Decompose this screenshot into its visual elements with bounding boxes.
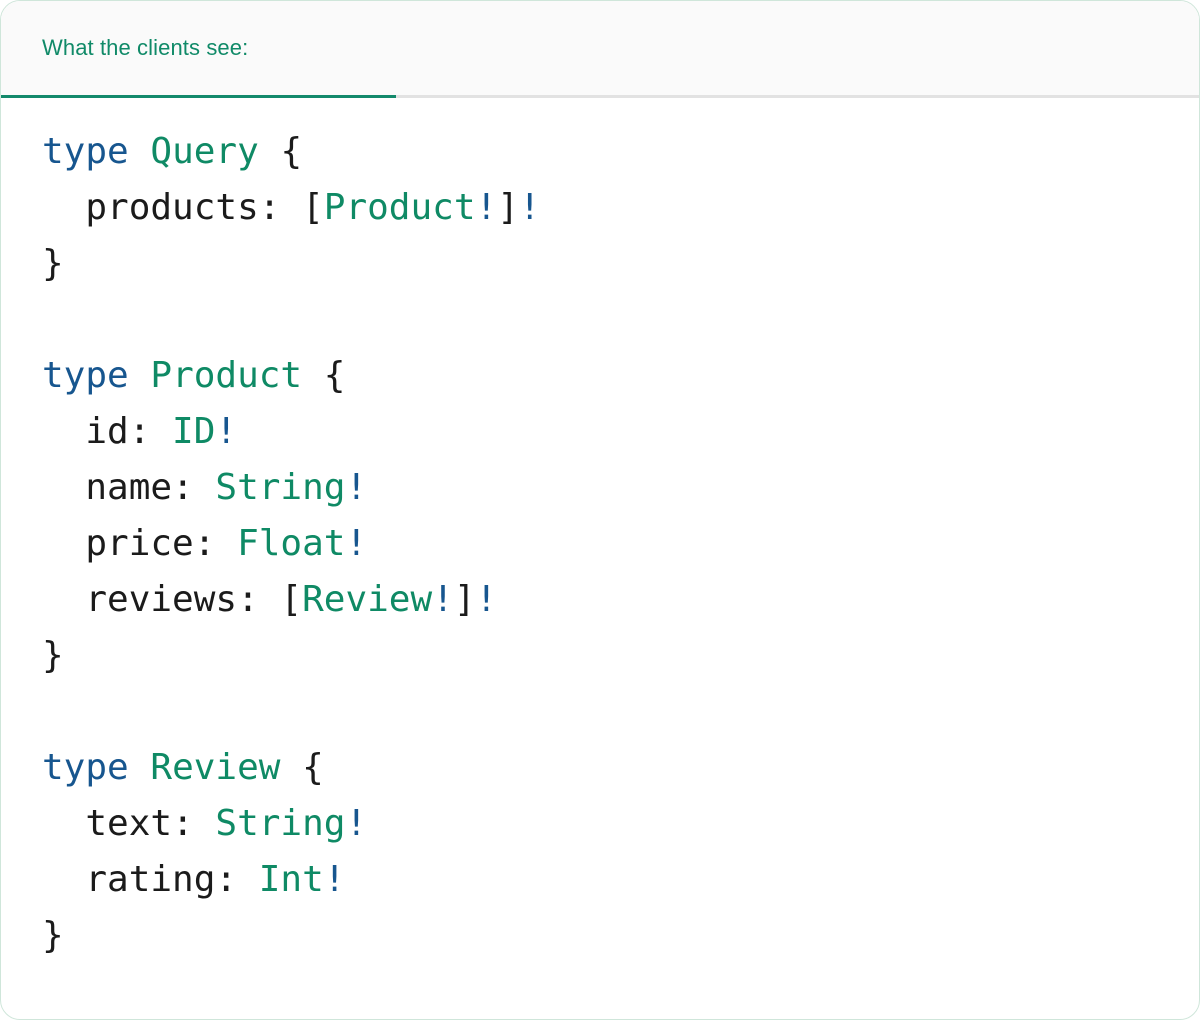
code-token-bang: ! [432,579,454,620]
code-token-bang: ! [323,859,346,900]
code-token-punc: } [42,635,64,676]
code-token-punc: } [42,915,64,956]
code-token-bang: ! [215,411,238,452]
code-token-bang: ! [345,467,368,508]
code-token-type: Product [323,187,476,228]
code-token-type: Query [150,131,259,172]
code-token-punc: { [280,747,324,788]
code-line: type Query { [42,124,1199,180]
code-token-name: products: [42,187,303,228]
code-token-kw: type [42,355,129,396]
code-token-punc: { [302,355,346,396]
code-token-bang: ! [345,523,368,564]
code-token-punc: ] [497,187,519,228]
code-token-bang: ! [518,187,541,228]
code-token-punc: } [42,243,64,284]
code-token-kw: type [42,131,129,172]
graphql-schema-code[interactable]: type Query { products: [Product!]!} type… [1,124,1199,964]
code-token-type: Product [150,355,303,396]
code-token-type: Review [150,747,281,788]
code-token-name: rating: [42,859,259,900]
code-line [42,292,1199,348]
code-token-type: String [215,803,346,844]
code-token-punc: ] [453,579,476,620]
code-token-bang: ! [345,803,368,844]
code-token-punc [129,131,151,172]
code-token-punc: { [258,131,303,172]
code-line [42,684,1199,740]
code-token-name: name: [42,467,216,508]
code-root: type Query { products: [Product!]!} type… [42,124,1199,964]
code-line: price: Float! [42,516,1199,572]
code-line: products: [Product!]! [42,180,1199,236]
code-token-type: String [215,467,346,508]
code-token-type: Review [302,579,433,620]
code-line: reviews: [Review!]! [42,572,1199,628]
code-token-name: id: [42,411,173,452]
code-token-type: Float [237,523,346,564]
code-line: text: String! [42,796,1199,852]
code-token-bang: ! [475,187,498,228]
code-token-punc: [ [280,579,303,620]
code-token-name: reviews: [42,579,281,620]
code-token-punc: [ [302,187,324,228]
code-token-bang: ! [475,579,498,620]
code-token-punc [129,355,151,396]
tab-what-the-clients-see[interactable]: What the clients see: [1,1,396,98]
code-line: type Review { [42,740,1199,796]
tab-strip-filler [396,1,1199,95]
tab-label: What the clients see: [42,35,249,60]
code-area: type Query { products: [Product!]!} type… [1,98,1199,964]
code-line: name: String! [42,460,1199,516]
code-token-type: ID [172,411,216,452]
tab-strip: What the clients see: [1,1,1199,98]
code-token-kw: type [42,747,129,788]
code-line: rating: Int! [42,852,1199,908]
code-token-name: text: [42,803,216,844]
code-token-punc [129,747,151,788]
code-line: } [42,236,1199,292]
code-token-type: Int [258,859,324,900]
code-line: type Product { [42,348,1199,404]
code-line: id: ID! [42,404,1199,460]
code-line: } [42,628,1199,684]
code-line: } [42,908,1199,964]
code-token-name: price: [42,523,238,564]
